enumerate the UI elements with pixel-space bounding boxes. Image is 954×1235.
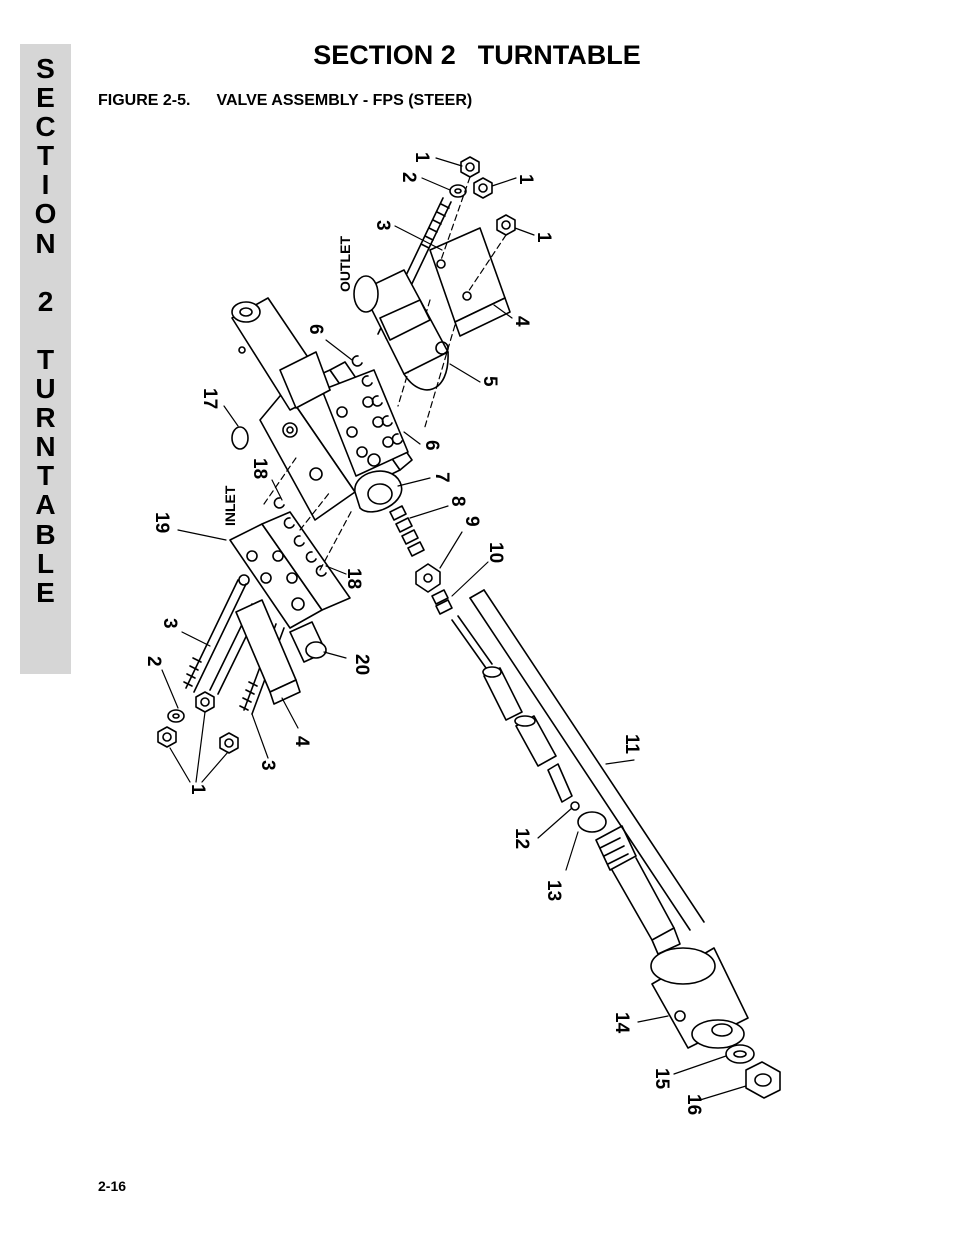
washer-part — [167, 709, 185, 723]
callout-16: 16 — [683, 1094, 704, 1115]
side-letter: T — [36, 140, 55, 172]
inlet-label: INLET — [222, 485, 238, 526]
callout-17: 17 — [199, 388, 220, 409]
callout-1: 1 — [533, 232, 554, 243]
side-letter: A — [35, 489, 56, 521]
section-side-tab: S E C T I O N 2 T U R N T A B L E — [20, 44, 71, 674]
solenoid-part — [353, 269, 449, 391]
page-title: SECTION 2 TURNTABLE — [0, 40, 954, 71]
section-name: TURNTABLE — [477, 40, 641, 70]
callout-3: 3 — [372, 220, 393, 231]
side-letter: E — [36, 576, 55, 608]
side-letter: N — [35, 431, 56, 463]
o-ring-part — [577, 811, 607, 833]
leader-lines — [161, 157, 747, 1101]
solenoid-part — [231, 297, 331, 411]
spring-part — [389, 505, 425, 557]
manifold-part — [229, 511, 351, 629]
callout-13: 13 — [543, 880, 564, 901]
page-number: 2-16 — [98, 1178, 127, 1194]
valve-body — [259, 361, 413, 521]
callout-20: 20 — [351, 654, 372, 675]
nut-part — [460, 156, 480, 178]
side-letter: R — [35, 402, 56, 434]
callout-12: 12 — [511, 828, 532, 849]
callout-3: 3 — [257, 760, 278, 771]
callout-4: 4 — [511, 316, 532, 327]
callout-9: 9 — [461, 516, 482, 527]
side-letter: O — [34, 198, 57, 230]
side-letter: 2 — [37, 285, 54, 317]
callout-10: 10 — [485, 542, 506, 563]
callout-2: 2 — [143, 656, 164, 667]
sleeve-part — [514, 715, 557, 767]
o-ring-set — [351, 355, 403, 445]
bracket-part — [429, 227, 511, 337]
pin-part — [547, 763, 573, 803]
callout-1: 1 — [515, 174, 536, 185]
callout-7: 7 — [431, 472, 452, 483]
callout-3: 3 — [159, 618, 180, 629]
outlet-label: OUTLET — [337, 236, 353, 292]
side-letter: S — [36, 53, 55, 84]
poppet-part — [415, 563, 441, 593]
side-letter: C — [35, 111, 56, 143]
callout-2: 2 — [398, 172, 419, 183]
nut-part — [157, 726, 177, 748]
callout-19: 19 — [151, 512, 172, 533]
callout-5: 5 — [479, 376, 500, 387]
coil-part — [650, 947, 749, 1049]
callout-6: 6 — [421, 440, 442, 451]
callout-18: 18 — [343, 568, 364, 589]
side-letter: E — [36, 82, 55, 114]
bracket-part — [235, 599, 301, 705]
nut-part — [745, 1061, 781, 1099]
nut-part — [496, 214, 516, 236]
washer-part — [449, 184, 467, 198]
cartridge-part — [595, 825, 681, 955]
cap-part — [289, 621, 327, 663]
o-ring-part — [570, 801, 580, 811]
side-letter: N — [35, 227, 56, 259]
o-ring-part — [231, 426, 249, 450]
spring-part — [431, 589, 453, 615]
figure-title: VALVE ASSEMBLY - FPS (STEER) — [216, 92, 473, 109]
nut-part — [219, 732, 239, 754]
figure-number: FIGURE 2-5. — [98, 92, 191, 109]
washer-part — [725, 1044, 755, 1064]
side-letter: B — [35, 518, 56, 550]
callout-11: 11 — [621, 734, 642, 755]
side-letter: T — [36, 343, 55, 375]
section-label: SECTION 2 — [313, 40, 456, 70]
callout-6: 6 — [305, 324, 326, 335]
fitting-part — [354, 470, 403, 513]
callout-14: 14 — [611, 1012, 632, 1034]
callout-4: 4 — [291, 736, 312, 747]
side-letter: I — [41, 169, 50, 201]
side-letter: T — [36, 460, 55, 492]
side-letter: L — [36, 547, 55, 579]
sleeve-part — [482, 666, 523, 721]
stud-part — [183, 579, 247, 693]
callout-15: 15 — [651, 1068, 672, 1090]
side-letter: U — [35, 373, 56, 405]
callout-18: 18 — [249, 458, 270, 479]
rod-part — [451, 615, 493, 669]
o-ring-set — [273, 497, 327, 577]
figure-caption: FIGURE 2-5. VALVE ASSEMBLY - FPS (STEER) — [98, 92, 472, 110]
side-tab-letters: S E C T I O N 2 T U R N T A B L E — [20, 54, 71, 607]
tube-part — [469, 589, 705, 931]
nut-part — [473, 177, 493, 199]
callout-8: 8 — [447, 496, 468, 507]
nut-part — [195, 691, 215, 713]
callout-1: 1 — [187, 784, 208, 795]
callout-1: 1 — [411, 152, 432, 163]
